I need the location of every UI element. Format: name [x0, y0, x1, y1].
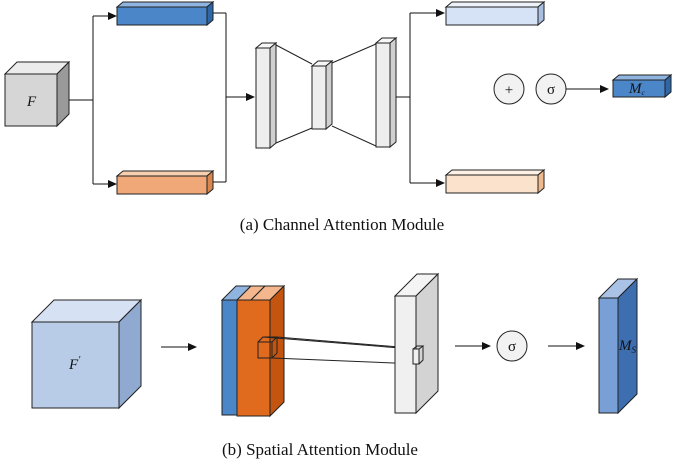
mlp-output-bar-max	[444, 0, 546, 27]
mlp-output-connector	[396, 9, 445, 187]
channel-attention-module: F	[3, 0, 673, 234]
spatial-input-cube: F'	[30, 298, 143, 410]
sigma-symbol-channel: σ	[547, 82, 555, 98]
element-wise-sum: +	[493, 73, 525, 105]
sigmoid-spatial: σ	[496, 330, 528, 362]
sigma-symbol-spatial: σ	[508, 339, 516, 355]
spatial-input-label: F'	[68, 355, 81, 373]
spatial-attention-module: F'	[30, 272, 639, 459]
input-split-connector	[69, 12, 117, 188]
channel-module-caption: (a) Channel Attention Module	[240, 215, 444, 234]
sigmoid-channel: σ	[535, 73, 567, 105]
ms-label: MS	[618, 338, 637, 355]
channel-attention-map: Mc	[611, 73, 673, 99]
mlp-input-connector	[213, 12, 255, 183]
spatial-attention-map: MS	[597, 277, 639, 415]
shared-mlp	[254, 36, 398, 150]
spatial-module-caption: (b) Spatial Attention Module	[222, 440, 418, 459]
input-feature-label: F	[26, 94, 37, 110]
max-pool-bar	[115, 0, 215, 27]
mc-label: Mc	[628, 81, 646, 97]
pooled-feature-maps	[220, 284, 286, 418]
conv-output-map	[393, 272, 440, 415]
avg-pool-bar	[115, 169, 215, 196]
conv-kernel-box	[257, 336, 279, 359]
input-feature-cube: F	[3, 60, 71, 128]
plus-symbol: +	[505, 83, 513, 99]
mlp-output-bar-avg	[444, 168, 546, 195]
